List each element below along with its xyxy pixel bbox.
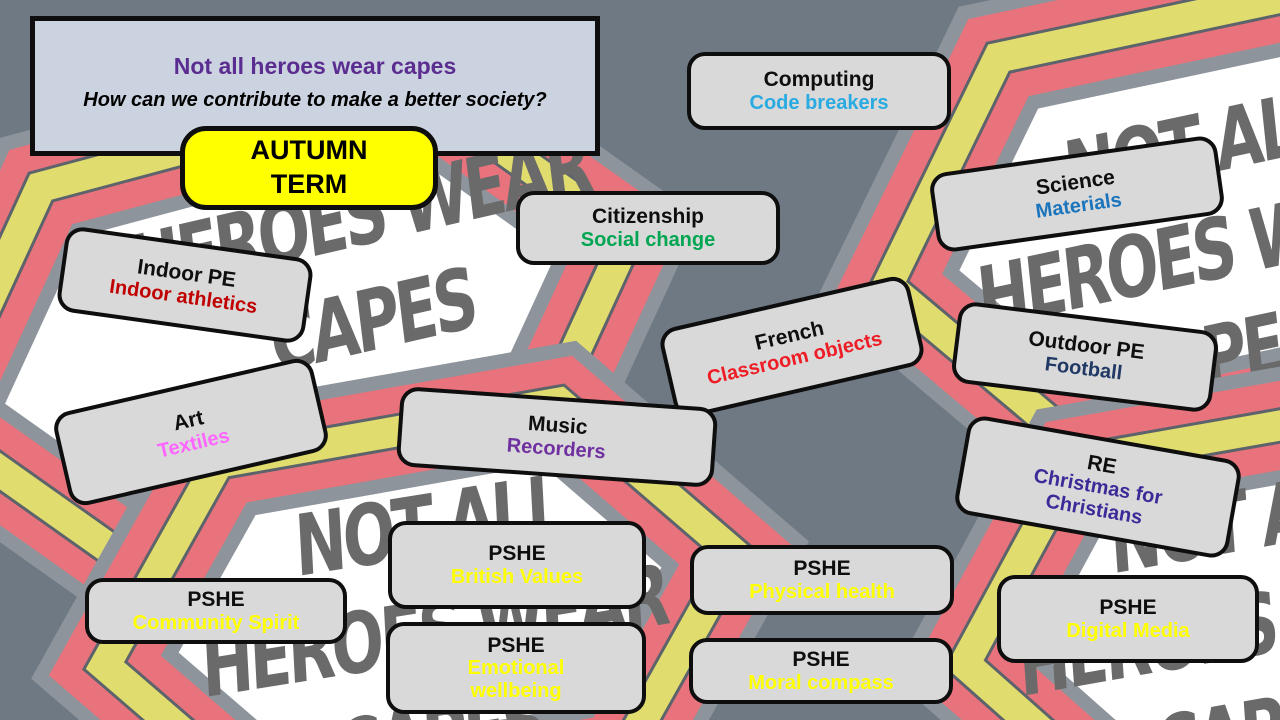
- card-subject: PSHE: [187, 588, 245, 612]
- card-computing[interactable]: Computing Code breakers: [687, 52, 951, 130]
- card-topic: British Values: [450, 565, 584, 588]
- card-subject: Computing: [763, 68, 875, 92]
- card-pshe-british-values[interactable]: PSHE British Values: [388, 521, 646, 609]
- card-pshe-physical-health[interactable]: PSHE Physical health: [690, 545, 954, 615]
- card-topic: Moral compass: [748, 671, 894, 694]
- card-topic: Social change: [580, 228, 716, 251]
- card-subject: PSHE: [1099, 596, 1157, 620]
- card-subject: Citizenship: [591, 205, 704, 229]
- card-subject: PSHE: [488, 542, 546, 566]
- card-topic: Physical health: [749, 580, 895, 603]
- card-pshe-emotional-wellbeing[interactable]: PSHE Emotional wellbeing: [386, 622, 646, 714]
- card-subject: PSHE: [487, 633, 545, 657]
- page-subtitle: How can we contribute to make a better s…: [83, 89, 547, 111]
- card-pshe-community-spirit[interactable]: PSHE Community Spirit: [85, 578, 347, 644]
- card-topic: Emotional wellbeing: [467, 657, 565, 702]
- card-topic: Recorders: [506, 434, 607, 463]
- term-badge-line1: AUTUMN: [250, 135, 368, 166]
- card-citizenship[interactable]: Citizenship Social change: [516, 191, 780, 265]
- card-topic: Digital Media: [1066, 619, 1190, 642]
- card-subject: PSHE: [792, 648, 850, 672]
- card-pshe-digital-media[interactable]: PSHE Digital Media: [997, 575, 1259, 663]
- term-badge-line2: TERM: [270, 169, 348, 199]
- card-topic: Code breakers: [749, 91, 889, 114]
- term-badge: AUTUMN TERM: [180, 126, 438, 210]
- card-pshe-moral-compass[interactable]: PSHE Moral compass: [689, 638, 953, 704]
- card-topic: Community Spirit: [132, 611, 300, 634]
- card-subject: PSHE: [793, 557, 851, 581]
- page-title: Not all heroes wear capes: [173, 53, 457, 79]
